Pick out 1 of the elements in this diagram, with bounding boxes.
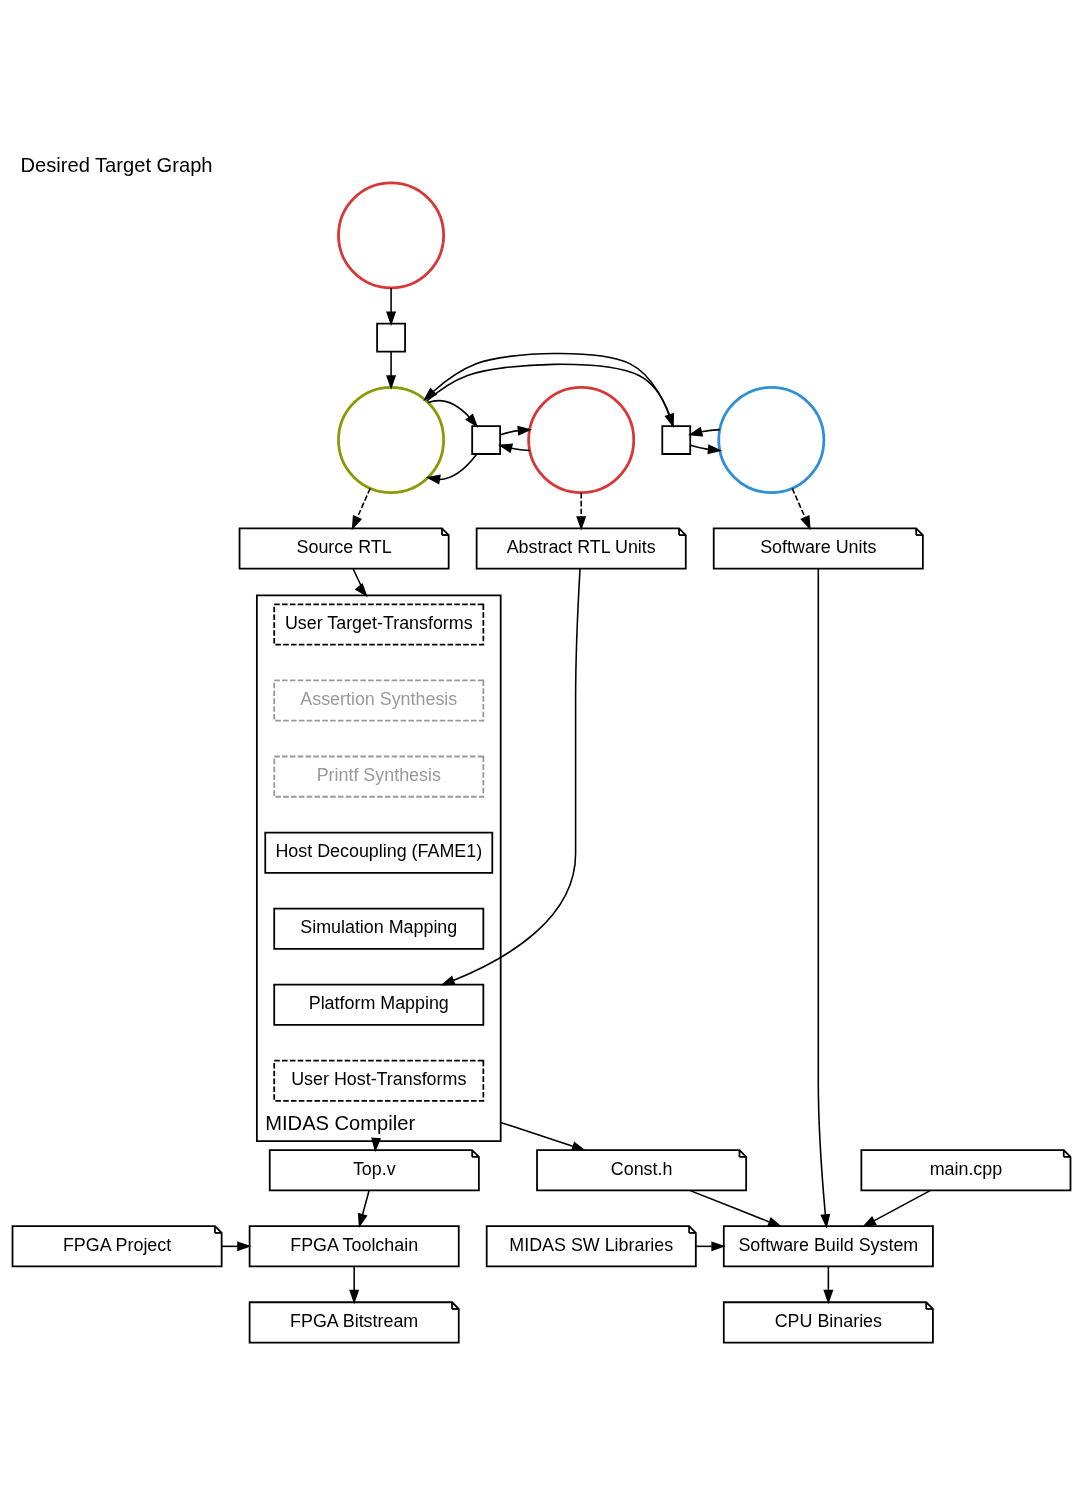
diagram-title: Desired Target Graph bbox=[20, 154, 213, 177]
